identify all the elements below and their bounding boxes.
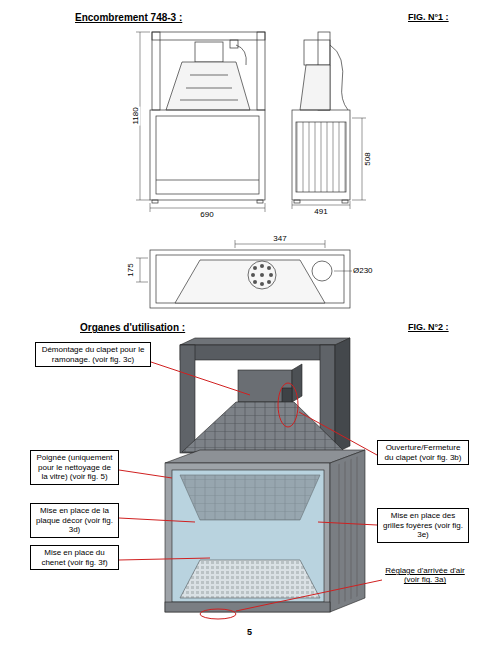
leader-lines — [119, 362, 382, 619]
front-view — [150, 32, 265, 203]
dimension-value: 508 — [363, 151, 372, 166]
callout-text: Mise en place de la plaque décor (voir f… — [34, 506, 115, 535]
dimension-value: 347 — [272, 234, 287, 243]
figure-number: FIG. N°1 : — [408, 12, 449, 22]
callout-box: Mise en place du chenet (voir fig. 3f) — [30, 545, 119, 570]
side-view — [292, 32, 350, 203]
dimension-value: 175 — [126, 262, 135, 277]
insert-3d-view — [165, 338, 365, 612]
dimension-value: 491 — [313, 207, 328, 216]
callout-text: Mise en place du chenet (voir fig. 3f) — [34, 548, 115, 567]
top-view — [150, 250, 350, 308]
callout-box: Démontage du clapet pour le ramonage. (v… — [35, 342, 151, 367]
callout-text: Réglage d'arrivée d'air (voir fig. 3a) — [384, 566, 466, 584]
callout-box: Mise en place des grilles foyères (voir … — [377, 508, 469, 543]
dimension-value: 1180 — [131, 106, 140, 125]
dimension-value: Ø230 — [353, 266, 373, 275]
callout-text: Mise en place des grilles foyères (voir … — [381, 511, 465, 540]
section-heading: Organes d'utilisation : — [80, 322, 185, 334]
callout-text: Ouverture/Fermeture du clapet (voir fig.… — [381, 443, 465, 462]
callout-text: Poignée (uniquement pour le nettoyage de… — [34, 453, 115, 482]
page-number: 5 — [247, 627, 252, 637]
callout-text: Démontage du clapet pour le ramonage. (v… — [39, 345, 147, 364]
page-title: Encombrement 748-3 : — [75, 12, 182, 24]
dimension-lines — [136, 32, 366, 282]
figure-number: FIG. N°2 : — [408, 322, 449, 332]
callout-box: Mise en place de la plaque décor (voir f… — [30, 503, 119, 538]
dimension-value: 690 — [199, 210, 214, 219]
callout-box: Ouverture/Fermeture du clapet (voir fig.… — [377, 440, 469, 465]
callout-box: Poignée (uniquement pour le nettoyage de… — [30, 450, 119, 485]
